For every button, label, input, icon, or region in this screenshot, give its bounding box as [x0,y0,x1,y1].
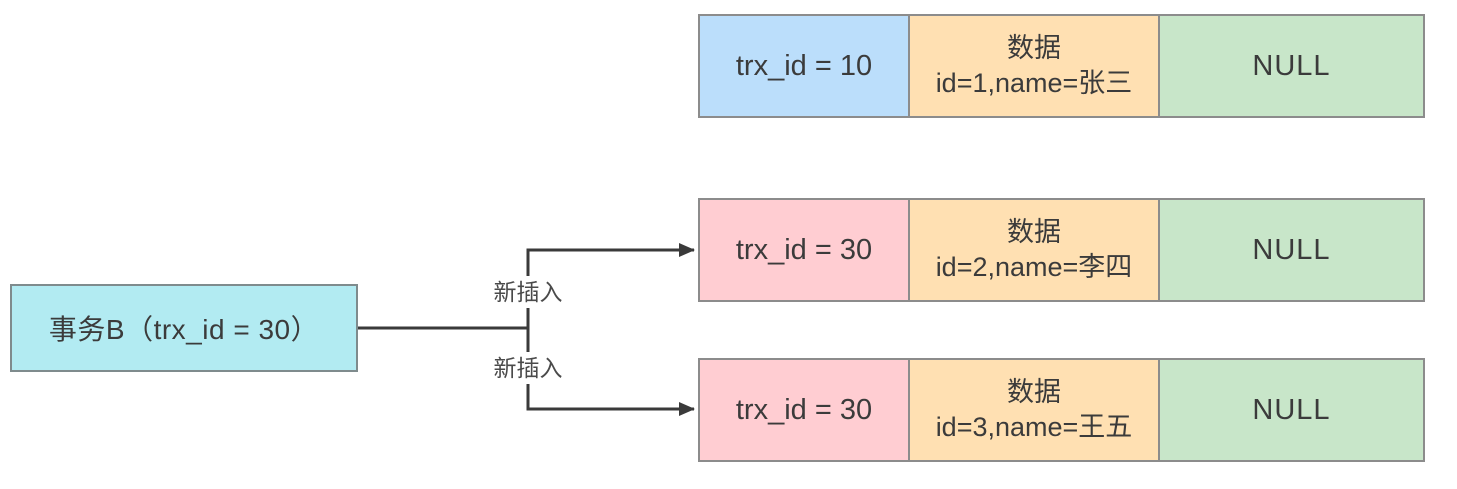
edge-label-new-insert-top: 新插入 [490,276,566,308]
data-cell-title: 数据 [1007,33,1061,63]
data-cell-value: id=3,name=王五 [935,412,1133,442]
version-row-3: trx_id = 30 数据 id=3,name=王五 NULL [698,358,1425,462]
version-row-2: trx_id = 30 数据 id=2,name=李四 NULL [698,198,1425,302]
data-cell-title: 数据 [1007,377,1061,407]
roll-pointer-cell: NULL [1158,200,1423,300]
data-cell-value: id=2,name=李四 [935,252,1133,282]
roll-pointer-cell: NULL [1158,360,1423,460]
trx-id-cell: trx_id = 30 [700,200,908,300]
data-cell: 数据 id=1,name=张三 [908,16,1158,116]
trx-id-cell: trx_id = 30 [700,360,908,460]
version-row-1: trx_id = 10 数据 id=1,name=张三 NULL [698,14,1425,118]
transaction-b-box: 事务B（trx_id = 30） [10,284,358,372]
data-cell: 数据 id=2,name=李四 [908,200,1158,300]
data-cell-title: 数据 [1007,217,1061,247]
edge-label-new-insert-bottom: 新插入 [490,352,566,384]
data-cell-value: id=1,name=张三 [935,68,1133,98]
roll-pointer-cell: NULL [1158,16,1423,116]
trx-id-cell: trx_id = 10 [700,16,908,116]
data-cell: 数据 id=3,name=王五 [908,360,1158,460]
